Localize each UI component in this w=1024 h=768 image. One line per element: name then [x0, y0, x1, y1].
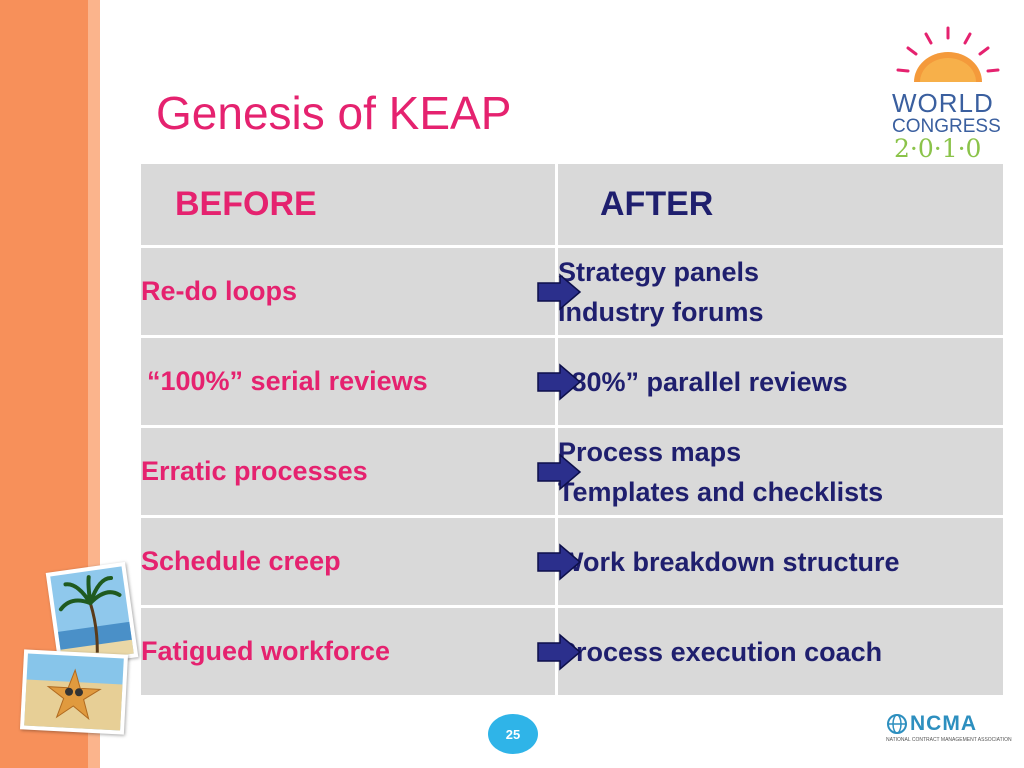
- table-row: Fatigued workforce Process execution coa…: [138, 605, 1006, 698]
- before-cell: Fatigued workforce: [138, 605, 558, 698]
- table-row: Re-do loops Strategy panels Industry for…: [138, 245, 1006, 338]
- table-row: Erratic processes Process maps Templates…: [138, 425, 1006, 518]
- before-cell: Re-do loops: [138, 245, 558, 338]
- after-line: Work breakdown structure: [558, 546, 900, 577]
- palm-tree-photo: [45, 561, 139, 669]
- after-line: Templates and checklists: [558, 476, 884, 507]
- before-after-table: BEFORE AFTER Re-do loops Strategy panels…: [138, 161, 1006, 698]
- before-cell: Schedule creep: [138, 515, 558, 608]
- after-line: Process maps: [558, 436, 742, 467]
- logo-word-congress: CONGRESS: [892, 116, 1001, 137]
- ncma-tagline: NATIONAL CONTRACT MANAGEMENT ASSOCIATION: [886, 737, 1012, 743]
- after-cell: Process execution coach: [537, 605, 1006, 698]
- sun-icon: [896, 26, 1000, 82]
- right-arrow-icon: [537, 272, 582, 311]
- before-cell: “100%” serial reviews: [138, 335, 558, 428]
- slide-title: Genesis of KEAP: [156, 87, 512, 139]
- right-arrow-icon: [537, 362, 582, 401]
- right-arrow-icon: [537, 452, 582, 491]
- ncma-logo: NCMA NATIONAL CONTRACT MANAGEMENT ASSOCI…: [886, 710, 1012, 750]
- after-cell: Work breakdown structure: [537, 515, 1006, 608]
- before-cell: Erratic processes: [138, 425, 558, 518]
- after-line: Strategy panels: [558, 256, 760, 287]
- right-arrow-icon: [537, 542, 582, 581]
- table-row: “100%” serial reviews “80%” parallel rev…: [138, 335, 1006, 428]
- globe-icon: [887, 714, 907, 734]
- after-cell: “80%” parallel reviews: [537, 335, 1006, 428]
- after-cell: Strategy panels Industry forums: [537, 245, 1006, 338]
- page-number-badge: 25: [488, 714, 538, 754]
- header-before: BEFORE: [138, 161, 558, 248]
- after-cell: Process maps Templates and checklists: [537, 425, 1006, 518]
- ncma-name: NCMA: [910, 712, 977, 735]
- header-after: AFTER: [555, 161, 1006, 248]
- after-line: Process execution coach: [558, 636, 883, 667]
- table-row: Schedule creep Work breakdown structure: [138, 515, 1006, 608]
- after-line: “80%” parallel reviews: [558, 366, 848, 397]
- starfish-photo: [19, 649, 129, 735]
- logo-year: 2·0·1·0: [894, 134, 982, 163]
- table-header-row: BEFORE AFTER: [138, 161, 1006, 248]
- logo-word-world: WORLD: [892, 88, 994, 118]
- after-line: Industry forums: [558, 296, 764, 327]
- world-congress-logo: WORLD CONGRESS 2·0·1·0: [886, 24, 1010, 164]
- right-arrow-icon: [537, 632, 582, 671]
